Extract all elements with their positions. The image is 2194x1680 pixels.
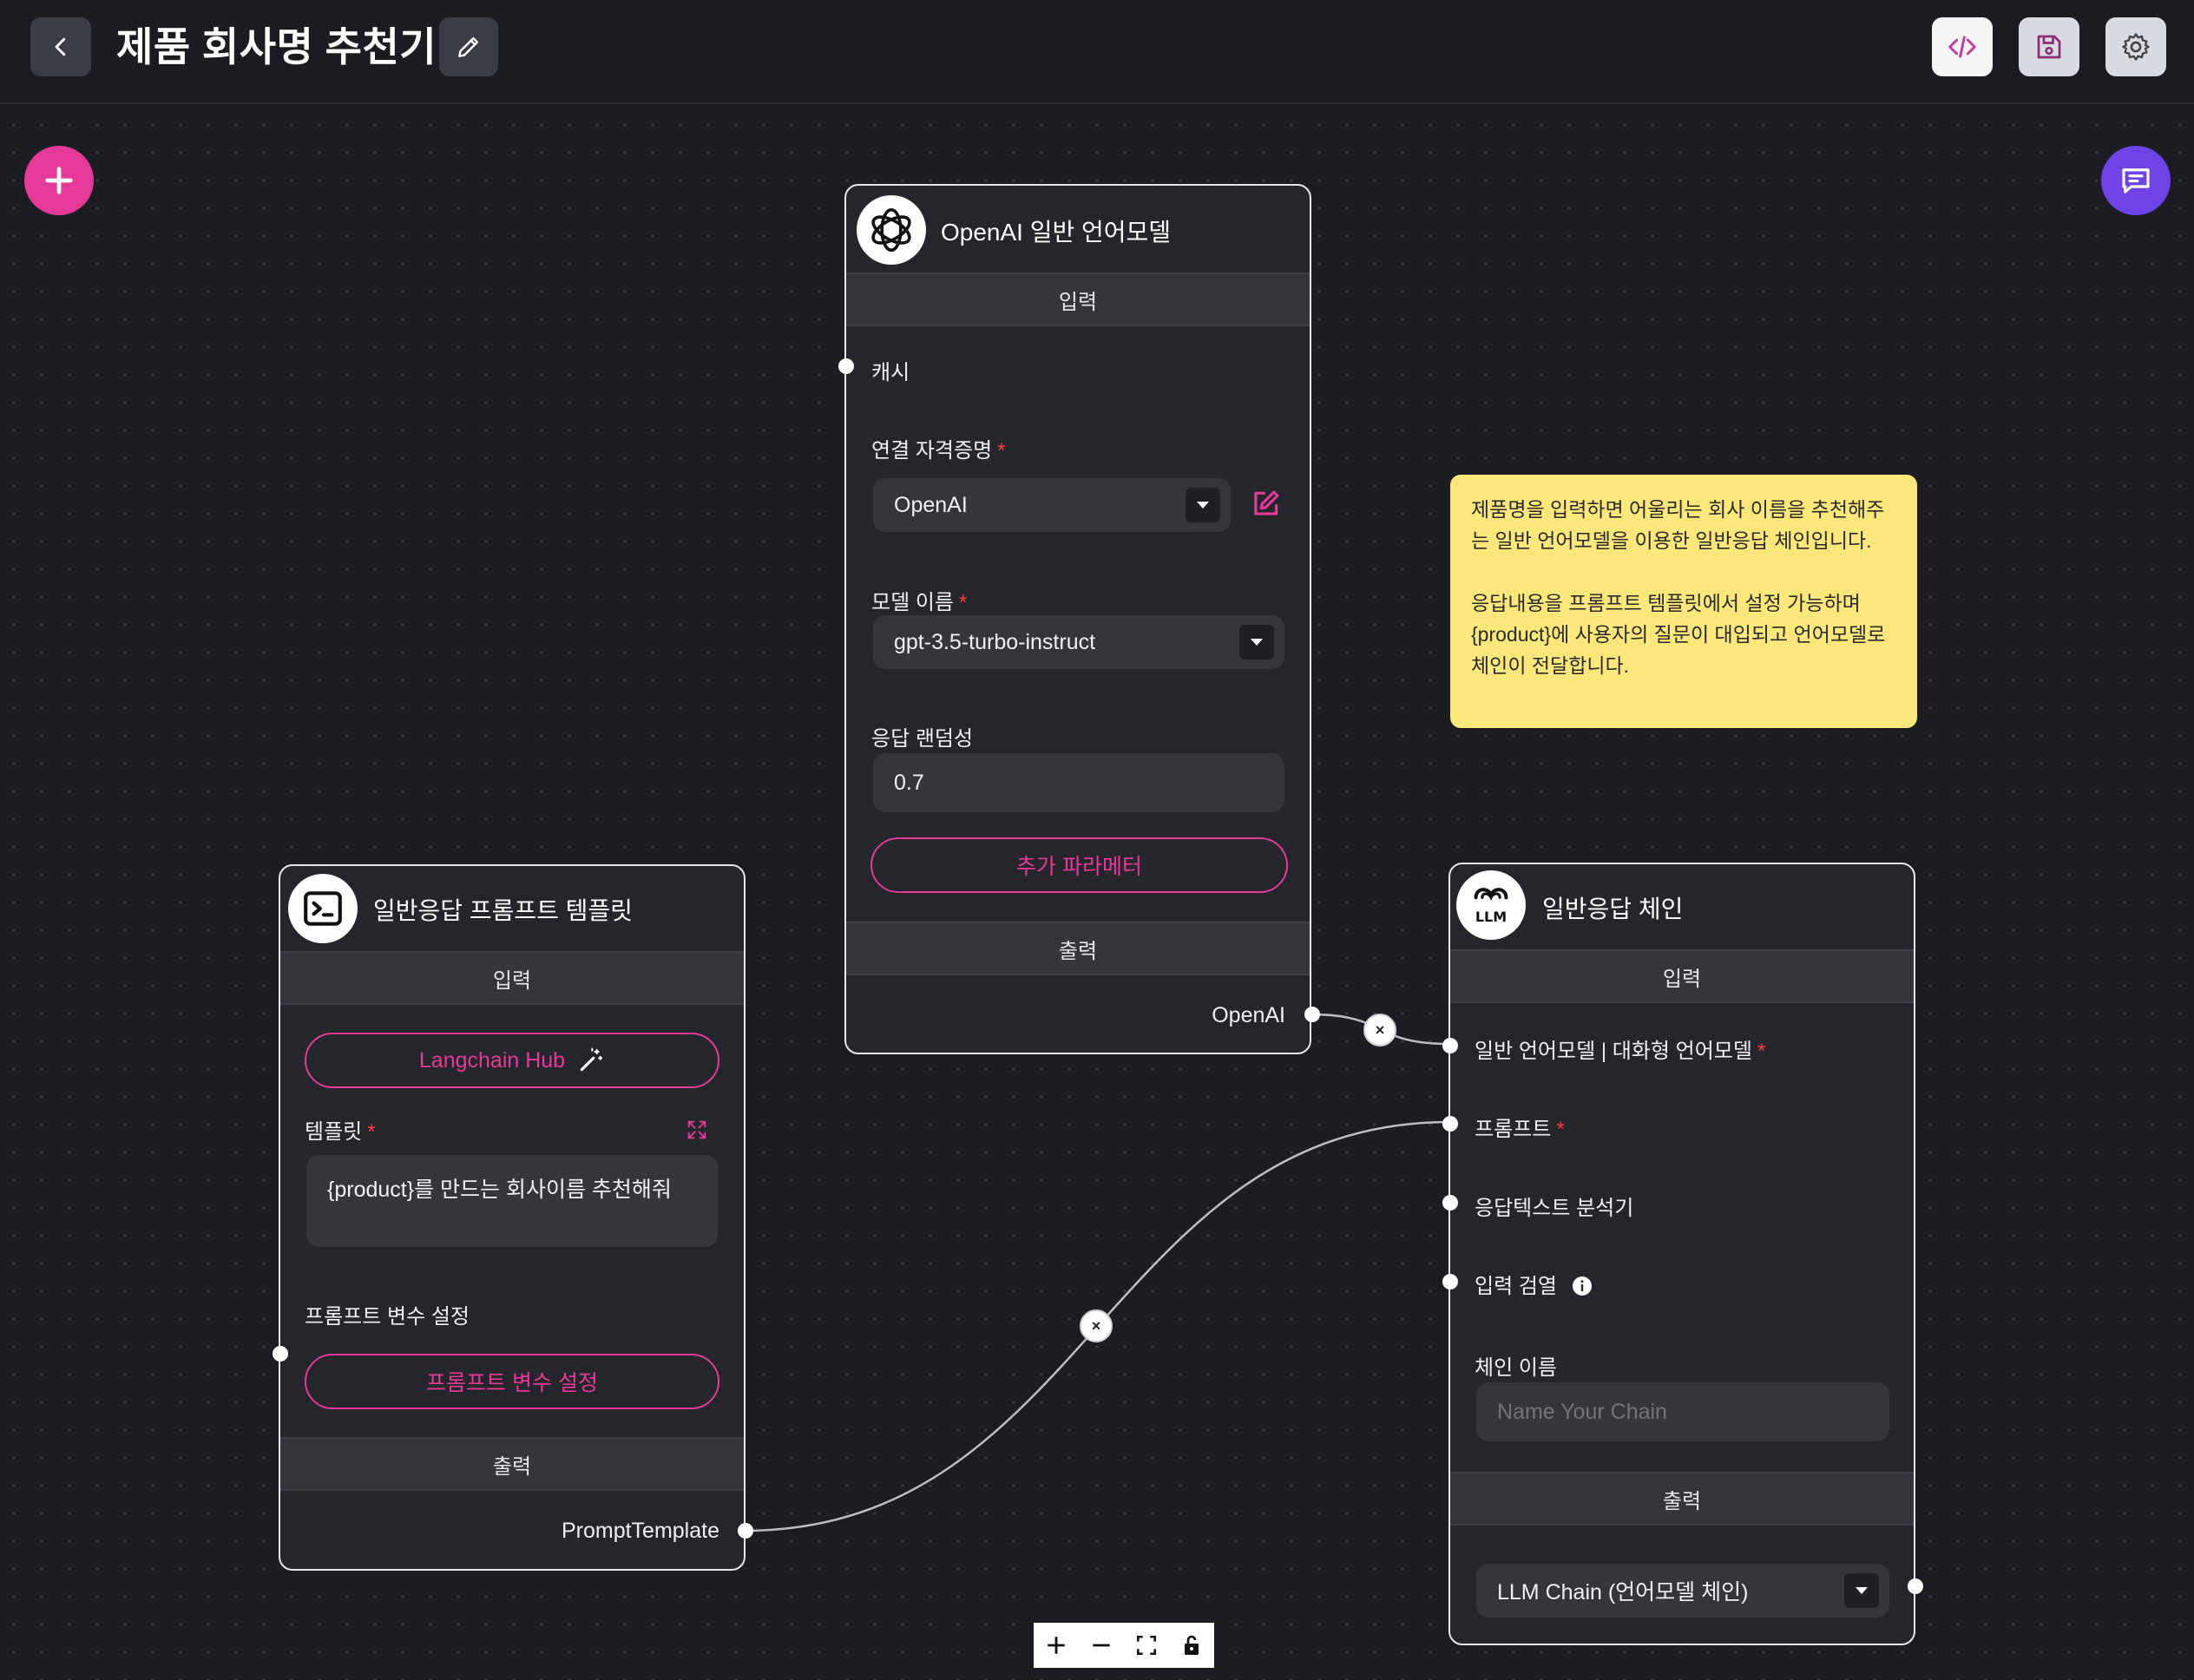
node-title: 일반응답 프롬프트 템플릿	[373, 897, 633, 924]
additional-params-button[interactable]: 추가 파라메터	[870, 837, 1288, 893]
sticky-note[interactable]: 제품명을 입력하면 어울리는 회사 이름을 추천해주는 일반 언어모델을 이용한…	[1450, 475, 1917, 728]
note-text: 제품명을 입력하면 어울리는 회사 이름을 추천해주는 일반 언어모델을 이용한…	[1471, 498, 1885, 552]
back-button[interactable]	[30, 17, 91, 76]
openai-output-handle[interactable]	[1304, 1007, 1320, 1022]
edit-title-button[interactable]	[439, 17, 498, 76]
plus-icon	[1048, 1637, 1065, 1654]
zoom-in-button[interactable]	[1034, 1623, 1079, 1668]
node-title: OpenAI 일반 언어모델	[941, 219, 1172, 246]
input-section-header: 입력	[1450, 949, 1914, 1003]
input-section-header: 입력	[846, 272, 1310, 326]
llm-chain-node[interactable]: LLM 일반응답 체인 입력 일반 언어모델 | 대화형 언어모델* 프롬프트*…	[1442, 863, 1923, 1645]
prompt-input-handle[interactable]	[273, 1346, 288, 1362]
page-title: 제품 회사명 추천기	[116, 24, 437, 69]
chat-button[interactable]	[2101, 146, 2171, 215]
pencil-icon	[458, 36, 479, 57]
input-section-header: 입력	[280, 951, 744, 1005]
chain-name-input[interactable]	[1476, 1382, 1889, 1441]
llm-input-handle[interactable]	[1442, 1038, 1458, 1053]
top-bar: 제품 회사명 추천기	[0, 0, 2194, 104]
lock-button[interactable]	[1169, 1623, 1214, 1668]
model-name-label: 모델 이름*	[871, 591, 968, 614]
expand-icon	[687, 1120, 706, 1139]
llm-logo-icon: LLM	[1456, 870, 1526, 940]
info-icon	[1572, 1276, 1592, 1296]
cache-label: 캐시	[871, 361, 910, 384]
terminal-icon	[288, 874, 358, 943]
chevron-left-icon	[55, 37, 66, 56]
chain-name-label: 체인 이름	[1475, 1356, 1557, 1380]
openai-llm-node[interactable]: OpenAI 일반 언어모델 입력 캐시 연결 자격증명* OpenAI 모델 …	[838, 184, 1320, 1054]
parser-label: 응답텍스트 분석기	[1475, 1197, 1634, 1220]
fit-view-icon	[1136, 1635, 1157, 1656]
prompt-vars-label: 프롬프트 변수 설정	[305, 1305, 470, 1329]
remove-edge-button[interactable]: ×	[1080, 1309, 1113, 1342]
output-section-header: 출력	[280, 1437, 744, 1491]
prompt-vars-button[interactable]: 프롬프트 변수 설정	[305, 1354, 719, 1409]
output-section-header: 출력	[1450, 1472, 1914, 1526]
save-icon	[2037, 35, 2061, 59]
prompt-template-node[interactable]: 일반응답 프롬프트 템플릿 입력 Langchain Hub 템플릿* {pro…	[273, 864, 753, 1571]
note-text: 응답내용을 프롬프트 템플릿에서 설정 가능하며 {product}에 사용자의…	[1471, 592, 1886, 677]
llm-label: 일반 언어모델 | 대화형 언어모델*	[1475, 1040, 1766, 1063]
fit-view-button[interactable]	[1124, 1623, 1169, 1668]
prompt-input-handle[interactable]	[1442, 1116, 1458, 1132]
template-textarea[interactable]: {product}를 만드는 회사이름 추천해줘	[306, 1155, 718, 1247]
edit-credential-button[interactable]	[1245, 484, 1285, 524]
credential-select[interactable]: OpenAI	[873, 478, 1231, 532]
code-button[interactable]	[1932, 17, 1993, 76]
settings-button[interactable]	[2105, 17, 2166, 76]
node-title: 일반응답 체인	[1542, 896, 1684, 922]
add-node-button[interactable]	[24, 146, 94, 215]
edit-icon	[1254, 490, 1279, 515]
moderation-input-handle[interactable]	[1442, 1274, 1458, 1290]
expand-template-button[interactable]	[685, 1118, 711, 1144]
output-label: OpenAI	[1212, 1003, 1285, 1027]
openai-logo-icon	[857, 195, 926, 265]
template-label: 템플릿*	[305, 1120, 376, 1144]
model-name-select[interactable]: gpt-3.5-turbo-instruct	[873, 615, 1284, 669]
svg-text:LLM: LLM	[1475, 909, 1507, 925]
zoom-out-button[interactable]	[1079, 1623, 1124, 1668]
langchain-hub-button[interactable]: Langchain Hub	[305, 1033, 719, 1088]
temperature-input[interactable]: 0.7	[873, 753, 1284, 812]
remove-edge-button[interactable]: ×	[1363, 1014, 1396, 1047]
prompt-output-handle[interactable]	[738, 1523, 753, 1539]
output-label: PromptTemplate	[561, 1519, 719, 1543]
chevron-down-icon	[1844, 1573, 1879, 1608]
unlock-icon	[1185, 1635, 1199, 1655]
chevron-down-icon	[1239, 625, 1274, 660]
cache-input-handle[interactable]	[838, 358, 854, 374]
chat-icon	[2122, 168, 2150, 194]
credential-label: 연결 자격증명*	[871, 439, 1006, 463]
output-type-select[interactable]: LLM Chain (언어모델 체인)	[1476, 1564, 1889, 1618]
chevron-down-icon	[1186, 488, 1220, 522]
moderation-label: 입력 검열	[1475, 1269, 1593, 1299]
gear-icon	[2122, 33, 2150, 61]
chain-output-handle[interactable]	[1908, 1578, 1923, 1594]
save-button[interactable]	[2019, 17, 2079, 76]
plus-icon	[45, 167, 73, 194]
magic-wand-icon	[580, 1047, 603, 1072]
prompt-label: 프롬프트*	[1475, 1118, 1565, 1141]
temperature-label: 응답 랜덤성	[871, 727, 974, 751]
canvas-controls	[1034, 1623, 1214, 1668]
output-section-header: 출력	[846, 922, 1310, 975]
parser-input-handle[interactable]	[1442, 1195, 1458, 1211]
code-icon	[1948, 36, 1976, 58]
minus-icon	[1093, 1644, 1110, 1647]
